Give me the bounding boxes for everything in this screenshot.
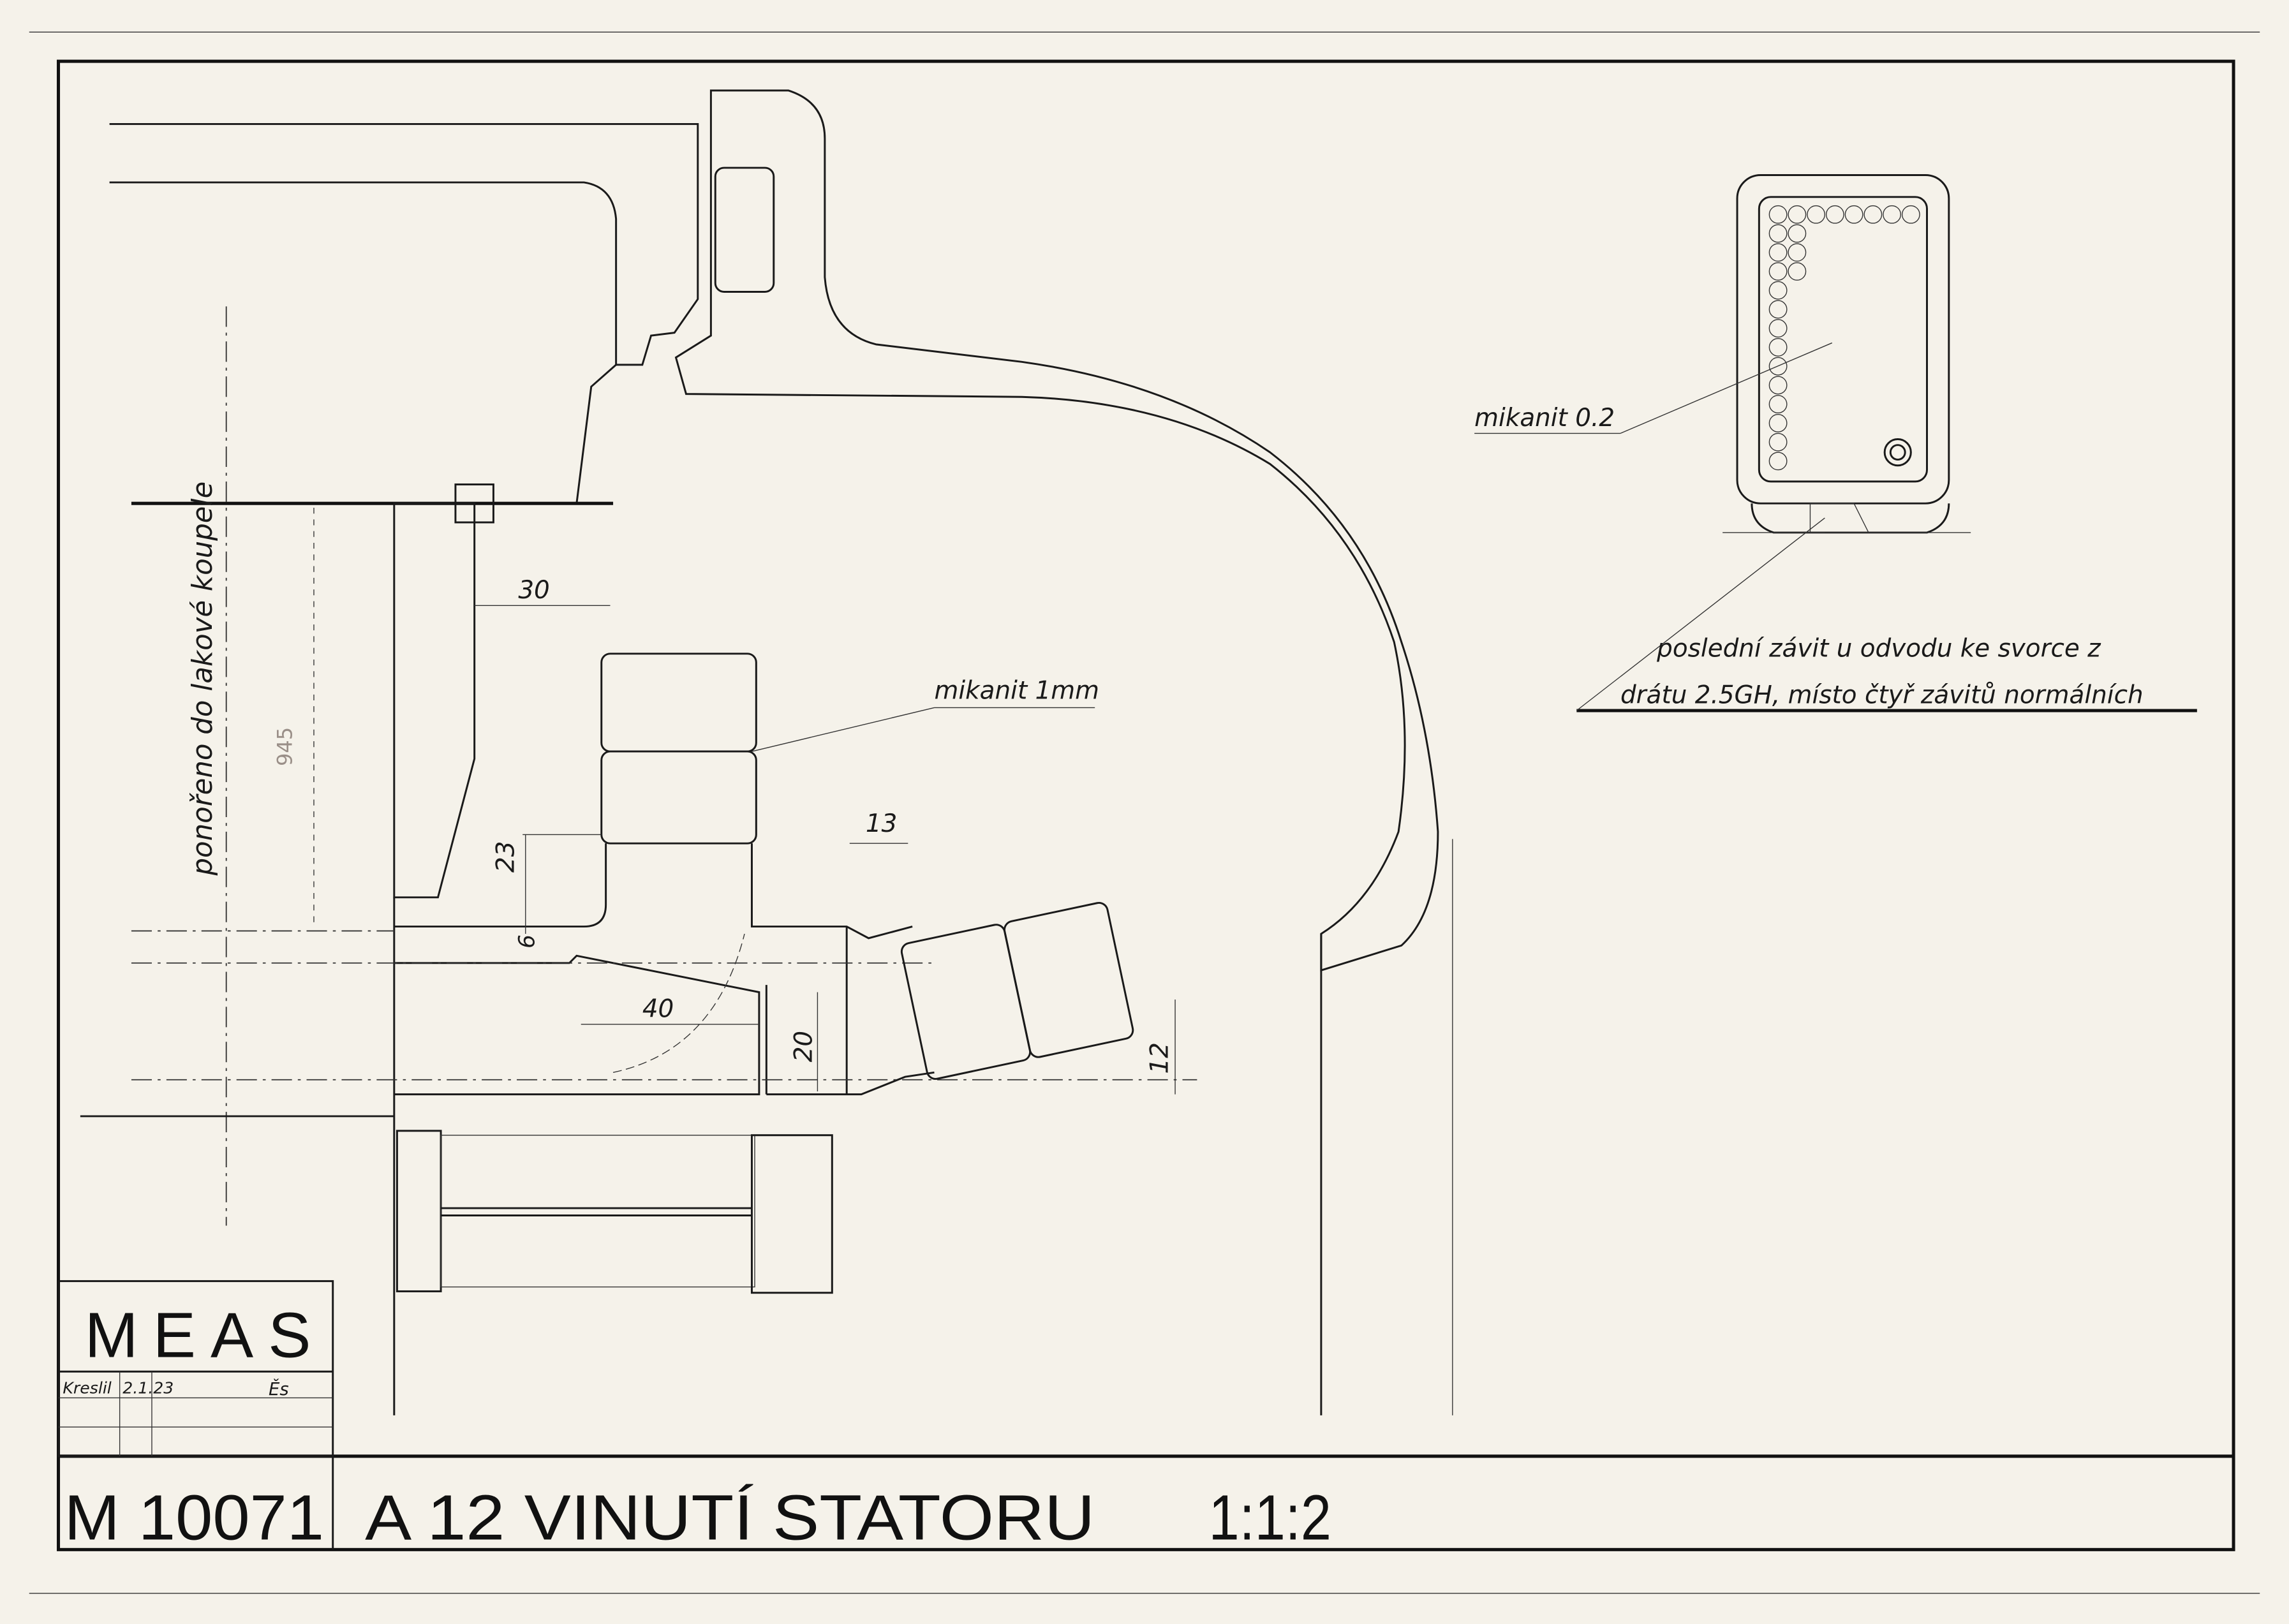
- wedge-square: [454, 483, 494, 524]
- wire-icon: [1768, 243, 1788, 262]
- wire-icon: [1788, 262, 1807, 281]
- stator-core-section: [393, 502, 476, 899]
- end-coil-left: [900, 924, 1032, 1080]
- drawing-scale: 1:1:2: [1209, 1482, 1331, 1553]
- wire-icon: [1768, 224, 1788, 243]
- wire-icon: [1768, 262, 1788, 281]
- faint-dim-945: 945: [273, 727, 297, 766]
- dim-23: 23: [491, 841, 520, 872]
- last-turn-note-line2: drátu 2.5GH, místo čtyř závitů normálníc…: [1620, 681, 2144, 710]
- slot-cross-section: [1722, 174, 1971, 534]
- wire-icon: [1768, 338, 1788, 357]
- drawing-title: A 12 VINUTÍ STATORU: [365, 1482, 1095, 1553]
- company-name: MEAS: [85, 1299, 311, 1371]
- wire-icon: [1768, 413, 1788, 432]
- wire-icon: [1863, 205, 1883, 224]
- wire-icon: [1883, 205, 1902, 224]
- wire-icon: [1788, 205, 1807, 224]
- dim-12: 12: [1146, 1042, 1174, 1074]
- end-coil-right: [1004, 901, 1134, 1058]
- rotor-detail: [396, 1130, 833, 1294]
- end-shield-recess: [714, 166, 775, 293]
- dim-6: 6: [515, 934, 540, 949]
- wire-icon: [1788, 243, 1807, 262]
- wire-icon: [1768, 452, 1788, 471]
- drawn-signature: Ěs: [269, 1379, 289, 1399]
- wire-icon: [1788, 224, 1807, 243]
- drawing-number: M 10071: [64, 1482, 324, 1553]
- dim-30: 30: [518, 576, 549, 605]
- upper-coil: [600, 653, 757, 753]
- mikanit-0.2-label: mikanit 0.2: [1474, 404, 1615, 432]
- dim-20: 20: [789, 1031, 818, 1062]
- dim-40: 40: [642, 994, 674, 1023]
- stator-housing-section: [109, 122, 699, 366]
- wire-icon: [1768, 319, 1788, 338]
- wire-icon: [1844, 205, 1863, 224]
- wire-icon: [1768, 205, 1788, 224]
- last-turn-note-line1: poslední závit u odvodu ke svorce z: [1656, 634, 2101, 663]
- wire-icon: [1825, 205, 1844, 224]
- dim-13: 13: [866, 809, 897, 838]
- wire-icon: [1768, 376, 1788, 395]
- wire-icon: [1768, 432, 1788, 452]
- title-block: MEAS Kreslil 2.1.23 Ěs M 10071 A 12 VINU…: [57, 1280, 1331, 1553]
- lower-coil: [600, 750, 757, 845]
- drawn-by-label: Kreslil: [63, 1379, 111, 1398]
- wire-icon: [1768, 357, 1788, 376]
- wire-icon: [1768, 300, 1788, 319]
- winding-assembly: [80, 653, 1197, 1118]
- immersion-note: ponořeno do lakové koupele: [187, 482, 219, 876]
- end-shield-section: [674, 89, 1439, 972]
- mikanit-1mm-label: mikanit 1mm: [934, 677, 1099, 705]
- wire-icon: [1901, 205, 1920, 224]
- wire-icon: [1768, 395, 1788, 414]
- drawn-date: 2.1.23: [122, 1379, 174, 1398]
- wire-icon: [1768, 281, 1788, 300]
- dimensions: 30 23 6 40 20 13 12 945: [273, 508, 1176, 1095]
- wire-icon: [1807, 205, 1826, 224]
- drawing-frame: [29, 31, 2260, 1594]
